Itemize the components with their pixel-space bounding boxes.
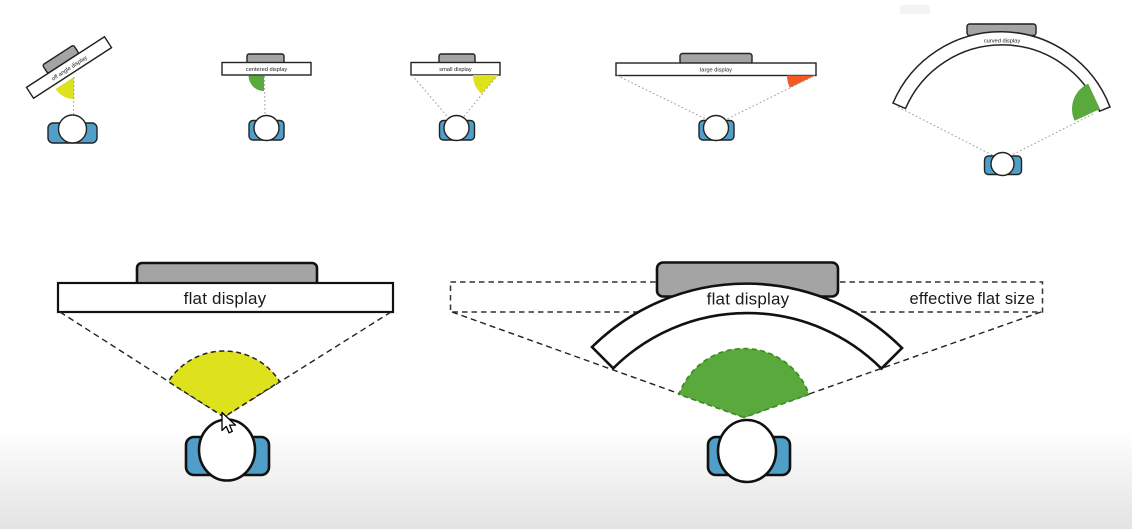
viewing-angle-wedge	[55, 77, 74, 99]
sight-line-right	[460, 74, 499, 121]
faint-ui-artifact	[900, 5, 930, 14]
viewer-head	[716, 418, 778, 484]
effective-flat-size-label: effective flat size	[910, 290, 1035, 308]
viewer-head	[990, 151, 1015, 177]
sight-line-left	[616, 75, 712, 122]
sight-line-right	[1007, 113, 1094, 158]
display-panel	[25, 35, 113, 100]
display-panel	[56, 281, 395, 314]
display-panel	[410, 61, 501, 76]
display-label: curved display	[984, 39, 1021, 45]
curved-display-panel	[892, 31, 1111, 113]
display-label: flat display	[184, 289, 267, 308]
sight-line-left	[451, 311, 745, 418]
viewing-angle-wedge	[473, 75, 498, 94]
viewing-angle-wedge	[248, 75, 264, 91]
display-label: large display	[700, 68, 732, 74]
sight-line	[264, 75, 266, 116]
viewer-head	[253, 114, 280, 142]
tilted-display-group: off angle display	[25, 35, 113, 100]
viewing-angle-wedge	[787, 75, 815, 88]
viewing-angle-fan	[677, 347, 811, 419]
diagram-small-display: small display	[410, 53, 501, 142]
sight-line-left	[411, 74, 452, 122]
diagram-centered-display: centered display	[221, 53, 312, 142]
display-panel	[615, 62, 817, 77]
viewer-head	[57, 114, 88, 144]
viewing-angle-fan	[167, 350, 281, 418]
viewer-head	[443, 114, 470, 142]
display-label: flat display	[707, 290, 790, 309]
diagram-flat-display-comparison: flat display	[56, 261, 395, 482]
sight-line-right	[721, 75, 816, 122]
viewing-angle-wedge	[1071, 83, 1100, 121]
diagram-off-angle-display: off angle display	[25, 35, 113, 144]
display-panel	[221, 61, 312, 76]
diagram-large-display: large display	[615, 52, 817, 142]
mouse-cursor-icon	[221, 411, 237, 434]
diagram-curved-display-comparison: flat display effective flat size	[449, 261, 1044, 484]
sight-line-left	[897, 106, 997, 158]
viewer-head	[702, 114, 730, 142]
display-label: centered display	[246, 67, 288, 73]
display-label: small display	[439, 67, 472, 73]
curved-display-panel	[590, 282, 904, 371]
diagram-curved-display: curved display	[892, 23, 1111, 177]
